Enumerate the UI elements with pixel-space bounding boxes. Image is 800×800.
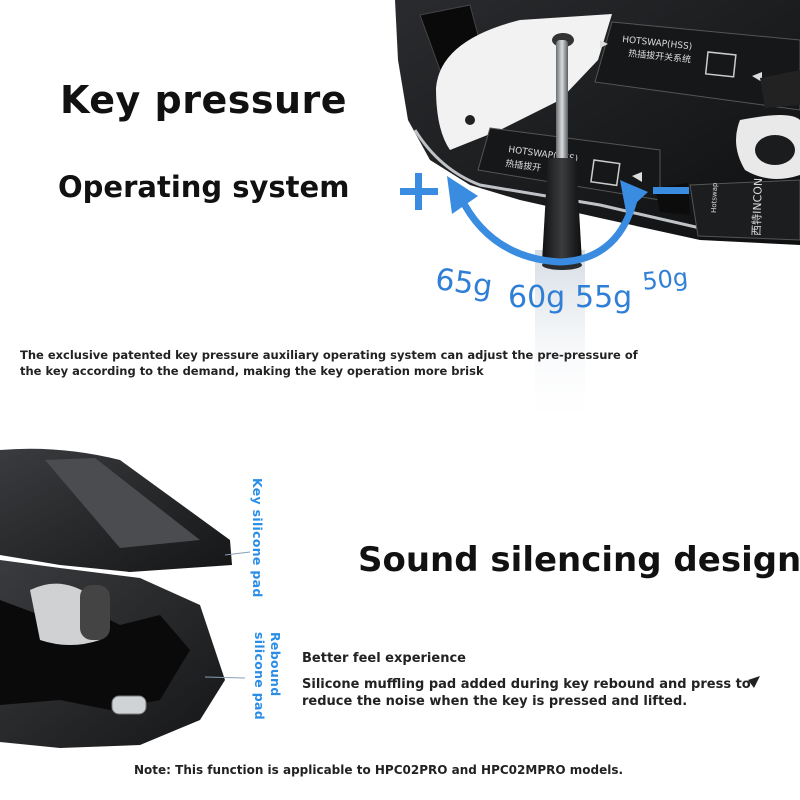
key-pressure-title: Key pressure (60, 78, 348, 122)
weight-label-50: 50g (641, 263, 690, 296)
key-silicone-pad-label: Key silicone pad (250, 478, 265, 598)
brand-label: 西特INCON (749, 178, 765, 237)
switch-diagram-icon (704, 51, 737, 78)
arrow-head-left-icon (447, 176, 478, 214)
weight-label-55: 55g (575, 280, 633, 315)
operating-system-subtitle: Operating system (58, 170, 350, 204)
switch-diagram-icon-2 (590, 159, 621, 187)
weight-label-60: 60g (508, 280, 566, 315)
model-note: Note: This function is applicable to HPC… (134, 763, 624, 777)
feel-description: Silicone muffling pad added during key r… (302, 677, 751, 709)
side-grip (760, 70, 800, 108)
triangle-left-icon (752, 72, 762, 82)
pointer-line-2 (204, 676, 246, 679)
brand-panel (689, 179, 800, 241)
feel-title: Better feel experience (302, 651, 466, 666)
hotswap-small-label: Hotswap (710, 182, 719, 213)
rebound-label: Rebound (268, 632, 283, 697)
tool-reflection (535, 250, 585, 430)
tool-shaft (556, 40, 568, 160)
plus-icon-v (415, 173, 422, 210)
adjust-arc-arrow (456, 192, 638, 266)
minus-icon (653, 187, 689, 194)
shell-rim (413, 129, 800, 234)
tool-handle (542, 158, 582, 266)
sound-silencing-title: Sound silencing design (358, 540, 800, 580)
triangle-right-icon (600, 40, 608, 48)
hotswap-panel-top (594, 21, 800, 111)
usb-c-port (111, 695, 147, 715)
pointer-line-1 (224, 551, 251, 556)
screw-hole (465, 115, 475, 125)
scroll-wheel (80, 585, 110, 640)
triangle-left-icon-2 (632, 172, 642, 182)
pen-mark-icon (748, 676, 760, 688)
sensor-lens (755, 135, 795, 165)
key-pressure-description: The exclusive patented key pressure auxi… (20, 348, 638, 378)
shell-highlight (45, 458, 200, 548)
rebound-silicone-pad-label: silicone pad (252, 632, 267, 720)
arrow-head-right-icon (620, 180, 648, 212)
